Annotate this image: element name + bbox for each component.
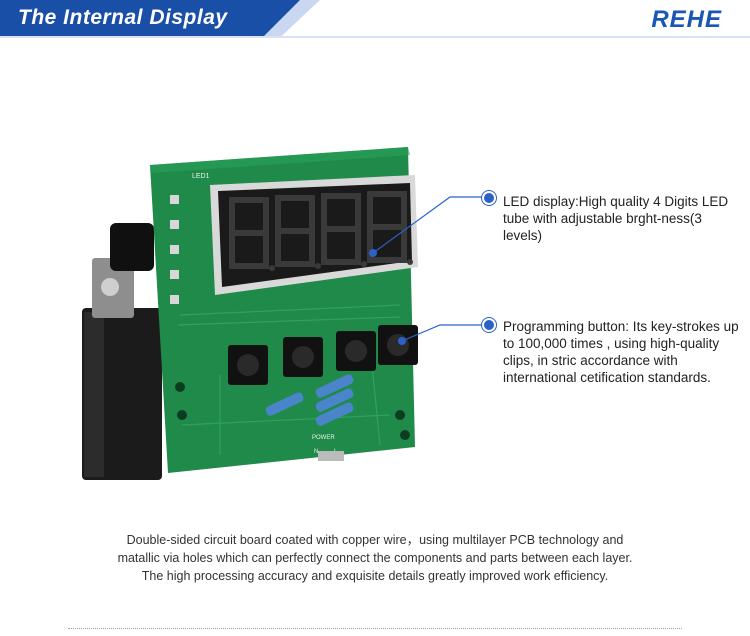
callout-dot-led xyxy=(481,190,497,206)
led-digit xyxy=(321,193,361,265)
caption: Double-sided circuit board coated with c… xyxy=(60,531,690,585)
caption-line-3: The high processing accuracy and exquisi… xyxy=(141,569,609,583)
resistors xyxy=(265,374,354,426)
led-decimal-point xyxy=(269,265,275,271)
page-title: The Internal Display xyxy=(18,6,228,29)
silkscreen-led-label: LED1 xyxy=(192,173,210,180)
led-decimal-point xyxy=(315,263,321,269)
header-title-band xyxy=(0,0,300,36)
caption-line-2: matallic via holes which can perfectly c… xyxy=(117,551,633,565)
programming-buttons xyxy=(228,325,418,385)
page-header: The Internal Display REHE xyxy=(0,0,750,38)
silkscreen-n-label: N xyxy=(314,449,318,455)
silkscreen-power-label: POWER xyxy=(312,435,335,441)
header-divider xyxy=(0,36,750,38)
callout-dot-button xyxy=(481,317,497,333)
brand-logo: REHE xyxy=(651,6,722,33)
callout-led-display: LED display:High quality 4 Digits LED tu… xyxy=(503,194,729,243)
caption-line-1: Double-sided circuit board coated with c… xyxy=(126,533,624,547)
pcb-display-board-image: LED1 xyxy=(82,147,482,480)
led-decimal-point xyxy=(361,261,367,267)
bottom-divider xyxy=(68,628,682,629)
led-digit xyxy=(367,191,407,263)
led-decimal-point xyxy=(407,259,413,265)
led-digits xyxy=(229,191,413,271)
callout-programming-button: Programming button: Its key-strokes up t… xyxy=(503,319,739,385)
led-digit xyxy=(275,195,315,267)
led-digit xyxy=(229,197,269,269)
